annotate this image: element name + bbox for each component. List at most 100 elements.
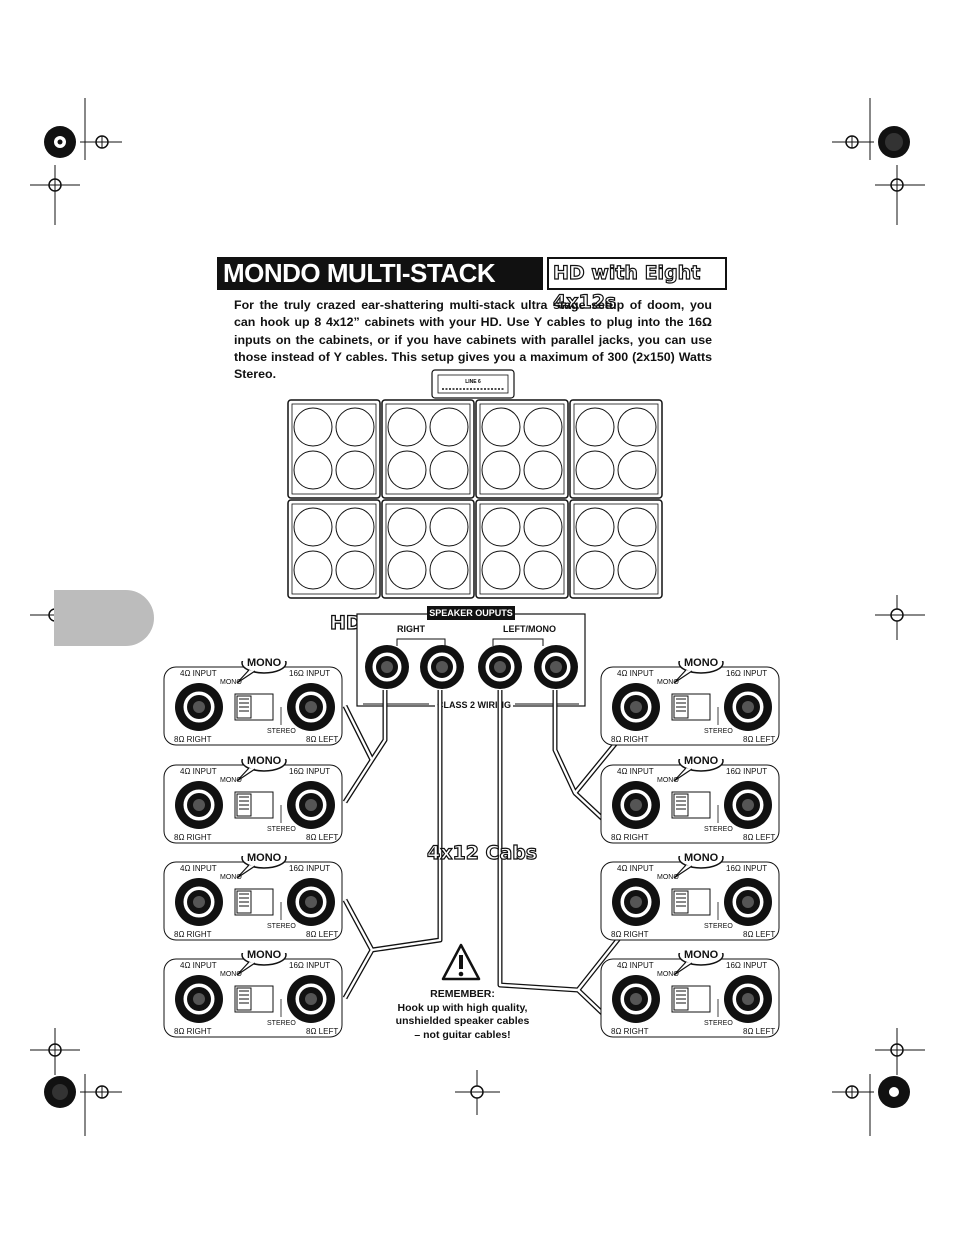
stereo-switch-label: STEREO xyxy=(267,923,296,930)
input-16-ohm-label: 16Ω INPUT xyxy=(726,669,768,678)
mono-badge: MONO xyxy=(247,755,282,767)
speaker-stack-illustration: LINE 6 xyxy=(287,369,663,599)
speaker-output-jack xyxy=(534,645,578,689)
cab-panel-graphic xyxy=(600,661,780,746)
mono-badge: MONO xyxy=(684,949,719,961)
mono-stereo-switch xyxy=(671,888,711,916)
jack-4-ohm xyxy=(612,781,660,829)
jack-4-ohm xyxy=(175,878,223,926)
speaker-cabinet xyxy=(381,399,475,499)
speaker-cabinet xyxy=(475,399,569,499)
jack-16-ohm xyxy=(724,975,772,1023)
mono-switch-label: MONO xyxy=(220,777,242,784)
input-16-ohm-label: 16Ω INPUT xyxy=(289,961,331,970)
right-8-ohm-label: 8Ω RIGHT xyxy=(611,833,649,842)
cabs-label: 4x12 Cabs xyxy=(426,841,538,864)
remember-line-2: unshielded speaker cables xyxy=(395,1015,530,1027)
speaker-output-jack xyxy=(365,645,409,689)
cab-panel-graphic xyxy=(163,661,343,746)
speaker-cabinet xyxy=(569,399,663,499)
class2-wiring-label: CLASS 2 WIRING xyxy=(435,700,514,710)
mono-badge: MONO xyxy=(247,949,282,961)
chapter-tab xyxy=(54,590,154,646)
cab-input-panel: MONO 4Ω INPUT 16Ω INPUT MONO STEREO 8Ω R… xyxy=(600,852,781,942)
left-mono-output-label: LEFT/MONO xyxy=(503,624,556,634)
stereo-switch-label: STEREO xyxy=(704,826,733,833)
input-16-ohm-label: 16Ω INPUT xyxy=(289,669,331,678)
right-8-ohm-label: 8Ω RIGHT xyxy=(174,735,212,744)
right-8-ohm-label: 8Ω RIGHT xyxy=(174,833,212,842)
mono-badge: MONO xyxy=(247,657,282,669)
mono-badge: MONO xyxy=(684,657,719,669)
right-8-ohm-label: 8Ω RIGHT xyxy=(611,735,649,744)
mono-stereo-switch xyxy=(671,791,711,819)
mono-switch-label: MONO xyxy=(657,874,679,881)
input-16-ohm-label: 16Ω INPUT xyxy=(289,767,331,776)
input-16-ohm-label: 16Ω INPUT xyxy=(726,864,768,873)
cab-input-panel: MONO 4Ω INPUT 16Ω INPUT MONO STEREO 8Ω R… xyxy=(600,657,781,747)
input-4-ohm-label: 4Ω INPUT xyxy=(617,864,654,873)
speaker-output-jack xyxy=(420,645,464,689)
cab-input-panel: MONO 4Ω INPUT 16Ω INPUT MONO STEREO 8Ω R… xyxy=(600,755,781,845)
mono-badge: MONO xyxy=(684,852,719,864)
stereo-switch-label: STEREO xyxy=(704,923,733,930)
left-8-ohm-label: 8Ω LEFT xyxy=(306,1027,339,1036)
right-8-ohm-label: 8Ω RIGHT xyxy=(174,930,212,939)
mono-stereo-switch xyxy=(234,888,274,916)
cab-input-panel: MONO 4Ω INPUT 16Ω INPUT MONO STEREO 8Ω R… xyxy=(600,949,781,1039)
cabinet-grid xyxy=(287,399,663,599)
amp-back-panel xyxy=(356,613,586,707)
speaker-cabinet xyxy=(381,499,475,599)
left-8-ohm-label: 8Ω LEFT xyxy=(306,735,339,744)
input-4-ohm-label: 4Ω INPUT xyxy=(180,669,217,678)
left-8-ohm-label: 8Ω LEFT xyxy=(743,930,776,939)
input-16-ohm-label: 16Ω INPUT xyxy=(289,864,331,873)
cab-panel-graphic xyxy=(600,759,780,844)
cab-input-panel: MONO 4Ω INPUT 16Ω INPUT MONO STEREO 8Ω R… xyxy=(163,949,344,1039)
mono-switch-label: MONO xyxy=(220,679,242,686)
speaker-outputs-label: SPEAKER OUPUTS xyxy=(427,606,515,620)
hd-label: HD xyxy=(329,611,362,634)
cab-panel-graphic xyxy=(600,953,780,1038)
input-4-ohm-label: 4Ω INPUT xyxy=(180,767,217,776)
mono-stereo-switch xyxy=(234,693,274,721)
mono-stereo-switch xyxy=(671,985,711,1013)
jack-16-ohm xyxy=(724,683,772,731)
page-subtitle: HD with Eight 4x12s xyxy=(547,257,727,314)
remember-heading: REMEMBER: xyxy=(430,988,495,1000)
left-8-ohm-label: 8Ω LEFT xyxy=(306,833,339,842)
mono-badge: MONO xyxy=(684,755,719,767)
stereo-switch-label: STEREO xyxy=(267,1020,296,1027)
jack-4-ohm xyxy=(612,683,660,731)
cab-panel-graphic xyxy=(163,856,343,941)
left-8-ohm-label: 8Ω LEFT xyxy=(743,1027,776,1036)
mono-switch-label: MONO xyxy=(657,777,679,784)
mono-switch-label: MONO xyxy=(220,874,242,881)
page-title: MONDO MULTI-STACK STEREO xyxy=(217,257,543,321)
mono-stereo-switch xyxy=(234,985,274,1013)
stereo-switch-label: STEREO xyxy=(704,728,733,735)
jack-16-ohm xyxy=(287,975,335,1023)
remember-note: REMEMBER: Hook up with high quality, uns… xyxy=(395,988,530,1042)
input-16-ohm-label: 16Ω INPUT xyxy=(726,961,768,970)
left-8-ohm-label: 8Ω LEFT xyxy=(306,930,339,939)
right-8-ohm-label: 8Ω RIGHT xyxy=(174,1027,212,1036)
input-4-ohm-label: 4Ω INPUT xyxy=(180,864,217,873)
input-4-ohm-label: 4Ω INPUT xyxy=(617,669,654,678)
speaker-cabinet xyxy=(569,499,663,599)
jack-4-ohm xyxy=(612,878,660,926)
jack-4-ohm xyxy=(612,975,660,1023)
stereo-switch-label: STEREO xyxy=(267,826,296,833)
input-4-ohm-label: 4Ω INPUT xyxy=(617,961,654,970)
amp-head xyxy=(431,369,515,399)
remember-line-3: – not guitar cables! xyxy=(414,1028,511,1041)
jack-16-ohm xyxy=(724,878,772,926)
cab-panel-graphic xyxy=(163,953,343,1038)
cab-input-panel: MONO 4Ω INPUT 16Ω INPUT MONO STEREO 8Ω R… xyxy=(163,755,344,845)
right-output-label: RIGHT xyxy=(397,624,425,634)
input-4-ohm-label: 4Ω INPUT xyxy=(617,767,654,776)
jack-4-ohm xyxy=(175,781,223,829)
speaker-cabinet xyxy=(287,399,381,499)
cab-input-panel: MONO 4Ω INPUT 16Ω INPUT MONO STEREO 8Ω R… xyxy=(163,657,344,747)
